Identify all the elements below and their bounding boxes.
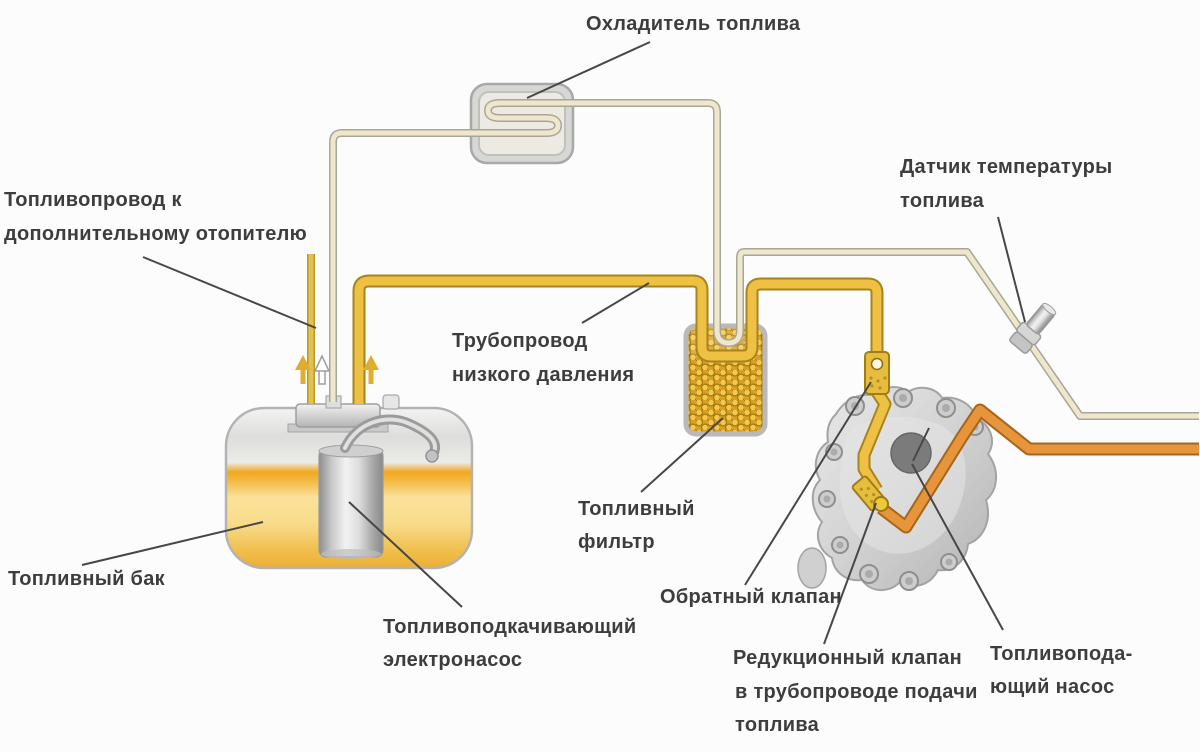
supply-fuel-line — [352, 274, 884, 404]
label-fuel-filter-2: фильтр — [578, 531, 655, 553]
label-fuel-cooler: Охладитель топлива — [586, 13, 801, 35]
pump-internal-feed-pipe — [857, 388, 892, 494]
fuel-supply-pump — [797, 351, 1199, 591]
label-electric-pump-1: Топливоподкачивающий — [383, 616, 637, 638]
return-fuel-line — [329, 99, 1199, 420]
pump-bolts — [818, 388, 984, 591]
label-fuel-tank: Топливный бак — [8, 568, 165, 590]
fuel-temperature-sensor — [1009, 302, 1057, 354]
label-supply-pump-2: ющий насос — [990, 676, 1115, 698]
label-heater-line-1: Топливопровод к — [4, 189, 182, 211]
label-low-pressure-1: Трубопровод — [452, 330, 588, 352]
pump-center-port — [890, 432, 932, 474]
leader-lines — [81, 41, 1026, 645]
label-low-pressure-2: низкого давления — [452, 364, 635, 386]
high-pressure-line — [877, 403, 1199, 534]
reducing-valve — [851, 475, 889, 512]
swan-neck-pipe — [340, 414, 440, 463]
label-supply-pump-1: Топливопода- — [990, 643, 1133, 665]
label-electric-pump-2: электронасос — [383, 649, 523, 671]
label-reducing-valve-3: топлива — [735, 714, 820, 736]
label-temp-sensor-1: Датчик температуры — [900, 156, 1113, 178]
flow-arrows — [295, 354, 379, 385]
label-fuel-filter-1: Топливный — [578, 498, 695, 520]
label-reducing-valve-2: в трубопроводе подачи — [735, 681, 978, 703]
label-reducing-valve-1: Редукционный клапан — [733, 647, 963, 669]
label-heater-line-2: дополнительному отопителю — [4, 223, 307, 245]
label-temp-sensor-2: топлива — [900, 190, 985, 212]
fuel-tank — [224, 394, 474, 570]
in-tank-pump-cylinder — [318, 444, 384, 559]
label-check-valve: Обратный клапан — [660, 586, 842, 608]
